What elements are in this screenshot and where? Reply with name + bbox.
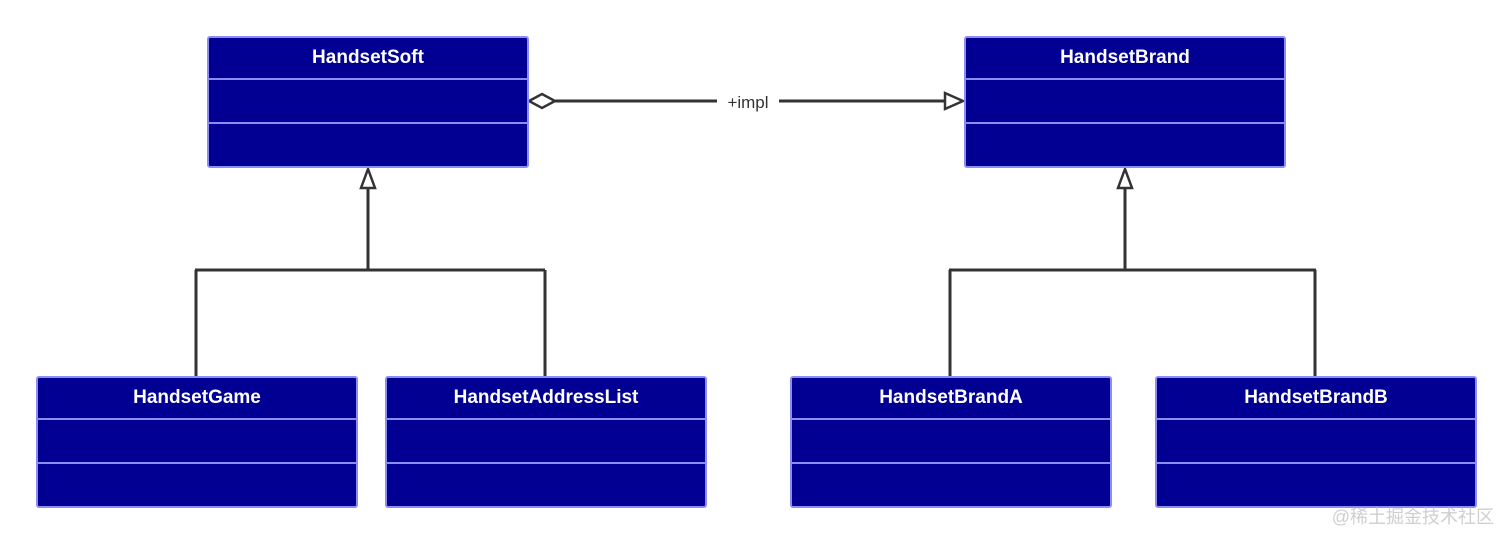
inheritance-arrowhead-left: [359, 165, 377, 190]
aggregation-label: +impl: [717, 92, 779, 114]
class-name: HandsetBrandB: [1157, 378, 1475, 420]
class-attributes: [387, 420, 705, 464]
class-name: HandsetGame: [38, 378, 356, 420]
class-handset-address-list[interactable]: HandsetAddressList: [385, 376, 707, 508]
class-name: HandsetBrandA: [792, 378, 1110, 420]
class-name: HandsetSoft: [209, 38, 527, 80]
class-operations: [38, 464, 356, 506]
class-attributes: [38, 420, 356, 464]
class-attributes: [792, 420, 1110, 464]
class-attributes: [1157, 420, 1475, 464]
class-handset-brand[interactable]: HandsetBrand: [964, 36, 1286, 168]
class-handset-brand-a[interactable]: HandsetBrandA: [790, 376, 1112, 508]
class-operations: [209, 124, 527, 166]
class-attributes: [966, 80, 1284, 124]
watermark: @稀土掘金技术社区: [1331, 507, 1494, 527]
inheritance-connector-left: [194, 165, 547, 376]
class-handset-brand-b[interactable]: HandsetBrandB: [1155, 376, 1477, 508]
association-arrowhead: [943, 91, 967, 111]
class-attributes: [209, 80, 527, 124]
class-handset-soft[interactable]: HandsetSoft: [207, 36, 529, 168]
inheritance-connector-right: [948, 165, 1317, 376]
class-handset-game[interactable]: HandsetGame: [36, 376, 358, 508]
class-operations: [387, 464, 705, 506]
class-name: HandsetBrand: [966, 38, 1284, 80]
aggregation-diamond: [526, 92, 558, 110]
class-operations: [792, 464, 1110, 506]
class-operations: [966, 124, 1284, 166]
class-name: HandsetAddressList: [387, 378, 705, 420]
inheritance-arrowhead-right: [1116, 165, 1134, 190]
class-operations: [1157, 464, 1475, 506]
